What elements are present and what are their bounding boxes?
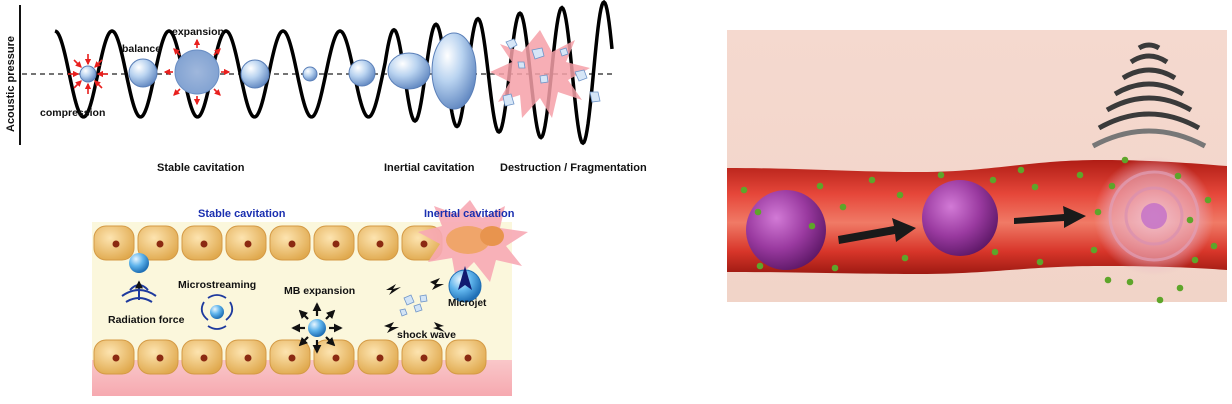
microbubble-1 — [746, 190, 826, 270]
microbubble-2 — [922, 180, 998, 256]
drug-particle — [991, 248, 999, 256]
bubble-compression — [68, 54, 108, 94]
bubble-inertial-1 — [387, 52, 431, 90]
mb-expansion-icon — [291, 302, 343, 354]
cell-nucleus — [112, 240, 120, 248]
label-inertial-cavitation: Inertial cavitation — [384, 162, 475, 174]
drug-particle — [1090, 246, 1098, 254]
bubble-stable-3 — [240, 59, 270, 89]
label-destruction: Destruction / Fragmentation — [500, 162, 647, 174]
label-stable-cavitation-bottom: Stable cavitation — [198, 208, 286, 220]
label-stable-cavitation: Stable cavitation — [157, 162, 245, 174]
drug-particle — [1174, 172, 1182, 180]
cell-nucleus — [332, 240, 340, 248]
drug-particle — [901, 254, 909, 262]
cell-nucleus — [332, 354, 340, 362]
drug-particle — [1017, 166, 1025, 174]
drug-particle — [1108, 182, 1116, 190]
drug-particle — [896, 191, 904, 199]
bubble-inertial-2 — [431, 32, 477, 110]
endothelial-cells-top — [93, 225, 443, 261]
bubble-balance — [128, 58, 158, 88]
bubble-expansion — [163, 38, 231, 106]
label-inertial-cavitation-bottom: Inertial cavitation — [424, 208, 515, 220]
label-microstreaming: Microstreaming — [178, 279, 256, 291]
cell-nucleus — [112, 354, 120, 362]
cell-nucleus — [420, 240, 428, 248]
cell-nucleus — [420, 354, 428, 362]
bubble-stable-4 — [302, 66, 318, 82]
bubble-stable-5 — [348, 59, 376, 87]
fragmentation-burst — [490, 30, 601, 118]
drug-particles — [740, 156, 1218, 304]
drug-particle — [740, 186, 748, 194]
label-mb-expansion: MB expansion — [284, 285, 355, 297]
drug-particle — [1031, 183, 1039, 191]
cell-nucleus — [156, 354, 164, 362]
cell-nucleus — [244, 354, 252, 362]
burst-ring-outer — [1108, 170, 1200, 262]
drug-particle — [1104, 276, 1112, 284]
acoustic-wave — [54, 0, 614, 146]
label-compression: compression — [40, 107, 105, 119]
drug-particle — [839, 203, 847, 211]
radiation-force-icon — [121, 280, 157, 303]
label-radiation-force: Radiation force — [108, 314, 185, 326]
label-expansion: expansion — [172, 26, 224, 38]
arrow-1 — [838, 218, 916, 244]
drug-particle — [816, 182, 824, 190]
drug-particle — [1121, 156, 1129, 164]
drug-particle — [1204, 196, 1212, 204]
drug-particle — [831, 264, 839, 272]
acoustic-cavitation-panel: Acoustic pressure — [5, 0, 647, 174]
microbubble-radiation — [129, 253, 149, 273]
drug-particle — [1176, 284, 1184, 292]
vessel-cavitation-panel: Stable cavitation Inertial cavitation Ra… — [92, 200, 528, 396]
cell-nucleus — [464, 354, 472, 362]
cell-nucleus — [288, 240, 296, 248]
drug-particle — [1036, 258, 1044, 266]
vessel-illustration-panel — [727, 30, 1227, 304]
drug-particle — [1126, 278, 1134, 286]
y-axis-label: Acoustic pressure — [5, 36, 17, 132]
cell-nucleus — [200, 240, 208, 248]
arrow-2 — [1014, 206, 1086, 228]
label-microjet: Microjet — [448, 298, 487, 309]
cell-nucleus — [376, 354, 384, 362]
microjet-icon — [448, 266, 482, 303]
drug-particle — [989, 176, 997, 184]
microstreaming-icon — [200, 294, 234, 330]
label-shock-wave: shock wave — [397, 329, 456, 341]
cell-nucleus — [288, 354, 296, 362]
drug-particle — [1191, 256, 1199, 264]
burst-ring-inner — [1124, 186, 1184, 246]
inertial-burst — [418, 200, 528, 282]
drug-particle — [1094, 208, 1102, 216]
drug-particle — [1186, 216, 1194, 224]
cell-nucleus — [156, 240, 164, 248]
drug-particle — [756, 262, 764, 270]
microbubble-collapsing — [1141, 203, 1167, 229]
ultrasound-waves — [1091, 42, 1207, 149]
label-balance: balance — [122, 43, 161, 55]
drug-particle — [1076, 171, 1084, 179]
drug-particle — [808, 222, 816, 230]
drug-particle — [1156, 296, 1164, 304]
cell-nucleus — [376, 240, 384, 248]
drug-particle — [937, 171, 945, 179]
cell-nucleus — [244, 240, 252, 248]
cell-nucleus — [200, 354, 208, 362]
drug-particle — [1210, 242, 1218, 250]
drug-particle — [868, 176, 876, 184]
shock-wave-icon — [384, 278, 445, 333]
endothelial-cells-bottom — [93, 339, 487, 375]
drug-particle — [754, 208, 762, 216]
